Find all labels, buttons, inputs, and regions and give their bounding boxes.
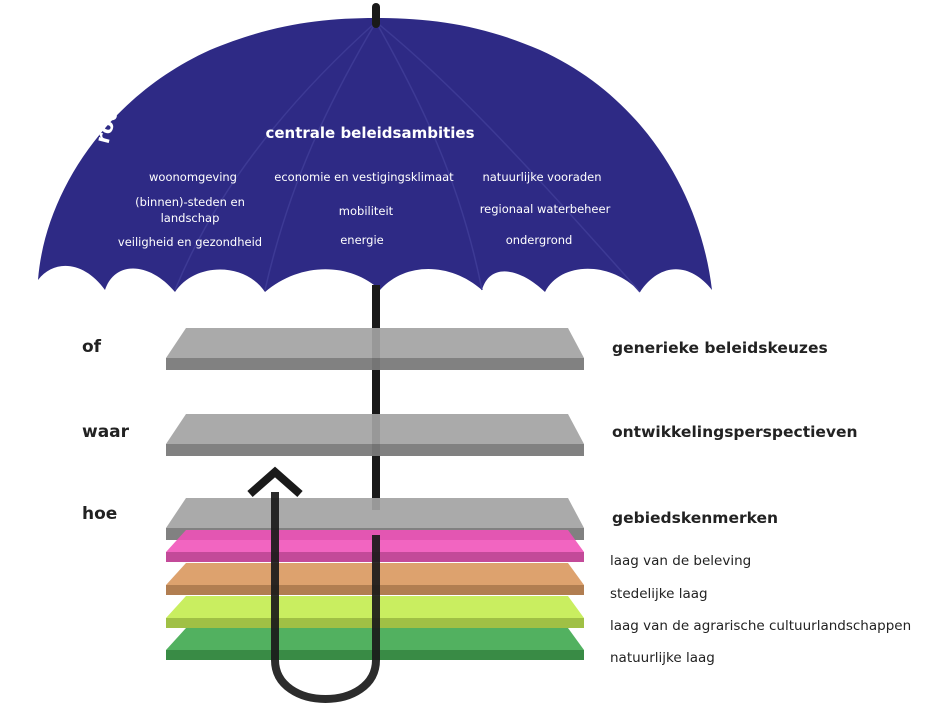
ambition-item: natuurlijke vooraden — [482, 170, 601, 184]
layer-label: stedelijke laag — [610, 586, 708, 602]
layer-label: laag van de agrarische cultuurlandschapp… — [610, 618, 911, 634]
question-of: of — [82, 337, 102, 357]
umbrella-handle — [271, 492, 380, 703]
plate-perspectives — [166, 414, 584, 456]
ambition-item: mobiliteit — [339, 204, 394, 218]
plate-edge — [166, 358, 584, 370]
ambition-item: economie en vestigingsklimaat — [274, 170, 454, 184]
canopy-rib — [375, 21, 641, 293]
plate-edge — [166, 444, 584, 456]
plate-top — [166, 414, 584, 444]
ambition-item: ondergrond — [506, 233, 573, 247]
canopy-subtitle: centrale beleidsambities — [265, 124, 474, 142]
canopy-rib — [174, 21, 377, 291]
ambition-item: regionaal waterbeheer — [480, 202, 611, 216]
level-label: ontwikkelingsperspectieven — [612, 423, 858, 441]
ambition-item: woonomgeving — [149, 170, 237, 184]
layer-label: natuurlijke laag — [610, 650, 715, 666]
plate-top — [166, 498, 584, 528]
ambition-item: (binnen)-steden en — [135, 195, 245, 209]
ambition-item: veiligheid en gezondheid — [118, 235, 262, 249]
arrow-up-icon — [247, 466, 303, 498]
canopy-shape — [38, 18, 712, 292]
layer-label: laag van de beleving — [610, 553, 751, 569]
question-waar: waar — [82, 422, 130, 442]
ambition-item: energie — [340, 233, 384, 247]
ambition-item: landschap — [161, 211, 220, 225]
canopy-rib — [375, 21, 483, 291]
question-hoe: hoe — [82, 504, 117, 524]
level-label: generieke beleidskeuzes — [612, 339, 828, 357]
canopy-rib — [264, 21, 377, 291]
plate-top — [166, 328, 584, 358]
level-label: gebiedskenmerken — [612, 509, 778, 527]
plate-generic — [166, 328, 584, 370]
umbrella-canopy: rode draden: duurzaamheid, sociale kwali… — [38, 0, 712, 293]
